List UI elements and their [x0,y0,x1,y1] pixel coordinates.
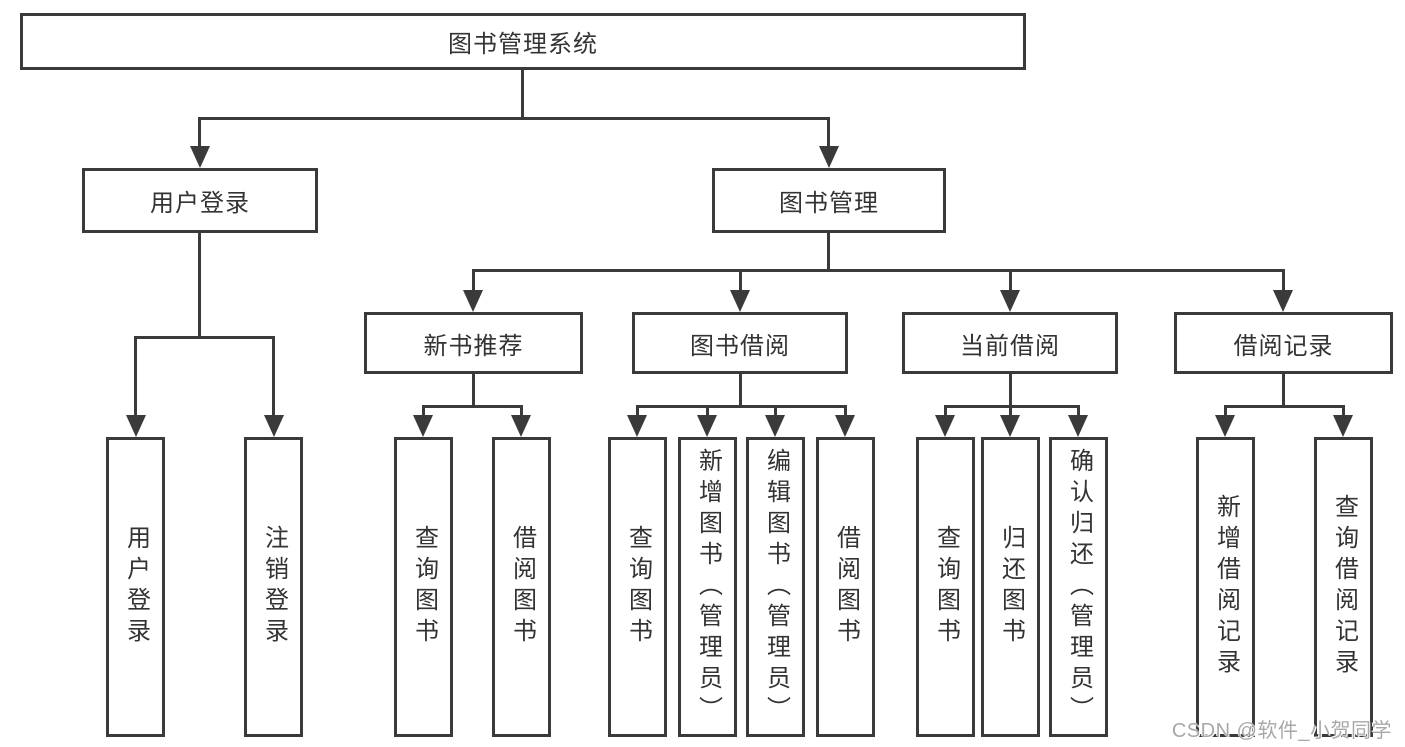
node-label: 图书借阅 [690,332,790,360]
node-borrowing-records: 借阅记录 [1174,312,1393,374]
node-label: 图书管理 [779,190,879,217]
arrow-down-icon [1273,290,1293,312]
node-label: 查询借阅记录 [1330,494,1358,680]
node-leaf-user-login: 用户登录 [106,437,165,737]
connector-line [774,405,777,417]
connector-line [1009,405,1012,417]
connector-line [472,269,475,292]
connector-line [472,374,475,407]
connector-line [1224,405,1227,417]
node-label: 确认归还（管理员） [1065,447,1093,727]
node-leaf-borrow-books-recommend: 借阅图书 [492,437,551,737]
node-label: 借阅图书 [832,525,860,649]
arrow-down-icon [126,415,146,437]
arrow-down-icon [935,415,955,437]
node-label: 注销登录 [260,525,288,649]
node-label: 归还图书 [997,525,1025,649]
arrow-down-icon [730,290,750,312]
node-leaf-query-books-borrowing: 查询图书 [608,437,667,737]
connector-line [827,232,830,271]
node-leaf-borrow-books: 借阅图书 [816,437,875,737]
node-label: 查询图书 [624,525,652,649]
connector-line [844,405,847,417]
arrow-down-icon [1215,415,1235,437]
connector-line [739,269,742,292]
connector-line [422,405,425,417]
connector-line [636,405,846,408]
arrow-down-icon [1000,290,1020,312]
connector-line [1224,405,1344,408]
node-leaf-add-borrow-record: 新增借阅记录 [1196,437,1255,737]
connector-line [1009,374,1012,407]
arrow-down-icon [835,415,855,437]
connector-line [472,269,1285,272]
node-leaf-edit-book-admin: 编辑图书（管理员） [746,437,805,737]
csdn-watermark: CSDN @软件_小贺同学 [1171,720,1392,742]
node-label: 编辑图书（管理员） [762,447,790,727]
node-leaf-add-book-admin: 新增图书（管理员） [678,437,737,737]
node-new-book-recommendation: 新书推荐 [364,312,583,374]
connector-line [423,405,523,408]
node-library-management-system: 图书管理系统 [20,13,1026,70]
connector-line [198,117,201,148]
node-user-login-branch: 用户登录 [82,168,318,233]
node-leaf-query-books-recommend: 查询图书 [394,437,453,737]
node-leaf-return-book: 归还图书 [981,437,1040,737]
connector-line [198,232,201,338]
node-label: 新书推荐 [423,332,524,360]
connector-line [739,374,742,407]
node-book-management-branch: 图书管理 [712,168,946,233]
connector-line [272,336,275,417]
connector-line [827,117,830,148]
node-label: 用户登录 [150,190,250,217]
node-label: 图书管理系统 [448,31,598,58]
arrow-down-icon [697,415,717,437]
connector-line [1077,405,1080,417]
connector-line [198,117,830,120]
node-book-borrowing: 图书借阅 [632,312,848,374]
arrow-down-icon [264,415,284,437]
node-leaf-confirm-return-admin: 确认归还（管理员） [1049,437,1108,737]
connector-line [636,405,639,417]
arrow-down-icon [1333,415,1353,437]
arrow-down-icon [190,146,210,168]
node-current-borrowing: 当前借阅 [902,312,1118,374]
arrow-down-icon [819,146,839,168]
arrow-down-icon [765,415,785,437]
arrow-down-icon [413,415,433,437]
arrow-down-icon [511,415,531,437]
node-label: 当前借阅 [960,332,1060,360]
arrow-down-icon [463,290,483,312]
node-label: 借阅记录 [1233,332,1334,360]
node-label: 查询图书 [932,525,960,649]
connector-line [521,70,524,118]
connector-line [1009,269,1012,292]
arrow-down-icon [1000,415,1020,437]
node-label: 查询图书 [410,525,438,649]
connector-line [1282,269,1285,292]
node-label: 用户登录 [122,525,150,649]
connector-line [134,336,275,339]
connector-line [706,405,709,417]
connector-line [134,336,137,417]
connector-line [1342,405,1345,417]
node-leaf-query-books-current: 查询图书 [916,437,975,737]
node-label: 新增图书（管理员） [694,447,722,727]
node-leaf-query-borrow-record: 查询借阅记录 [1314,437,1373,737]
arrow-down-icon [1068,415,1088,437]
arrow-down-icon [627,415,647,437]
connector-line [520,405,523,417]
connector-line [944,405,947,417]
node-label: 新增借阅记录 [1212,494,1240,680]
node-leaf-logout: 注销登录 [244,437,303,737]
connector-line [1282,374,1285,407]
node-label: 借阅图书 [508,525,536,649]
